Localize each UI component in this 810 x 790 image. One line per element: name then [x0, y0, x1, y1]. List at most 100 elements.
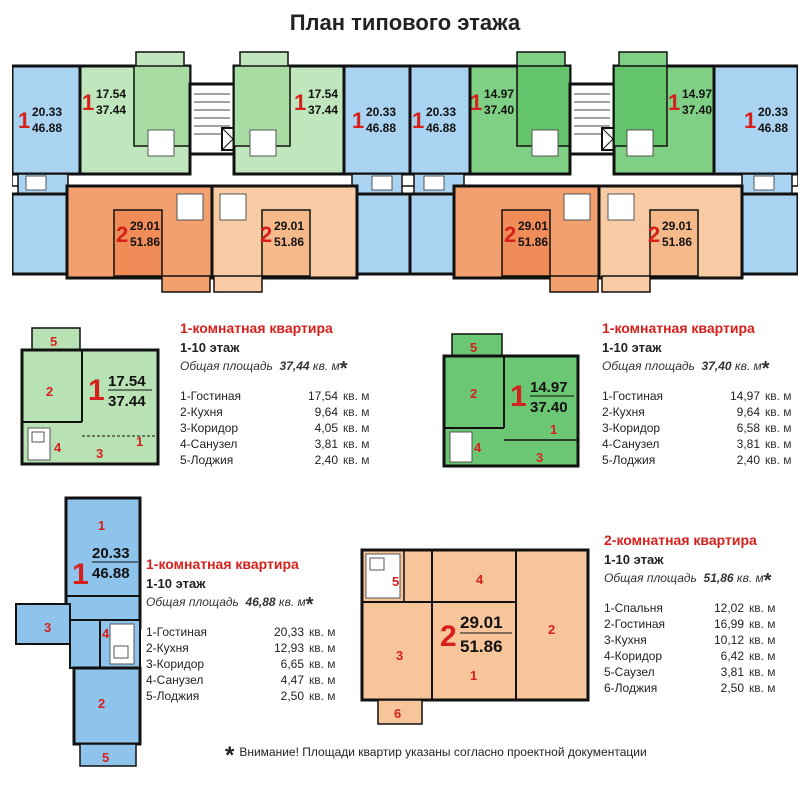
apartment-total-area: Общая площадь 37,44 кв. м*: [180, 358, 348, 380]
svg-text:1: 1: [88, 374, 105, 407]
apartment-total-area: Общая площадь 37,40 кв. м*: [602, 358, 770, 380]
apartment-title: 1-комнатная квартира: [602, 320, 755, 336]
svg-text:5: 5: [392, 574, 399, 589]
svg-text:2: 2: [116, 222, 128, 247]
svg-text:51.86: 51.86: [662, 235, 692, 249]
svg-text:29.01: 29.01: [460, 613, 503, 632]
typical-floor-plan: 1 20.33 46.88 1 17.54 37.44 1 17.54 37.4…: [12, 51, 798, 293]
apartment-card-3: 1-комнатная квартира 1-10 этаж Общая пло…: [146, 556, 336, 704]
svg-text:2: 2: [98, 696, 105, 711]
svg-text:37.40: 37.40: [484, 103, 514, 117]
floor-plan-label: 1 20.33 46.88: [744, 105, 788, 135]
svg-text:20.33: 20.33: [366, 105, 396, 119]
floor-plan-right-section: [408, 51, 798, 293]
apartment-total-area: Общая площадь 51,86 кв. м*: [604, 570, 772, 592]
svg-text:1: 1: [72, 558, 89, 591]
floor-plan-left-section: [12, 51, 412, 293]
svg-text:46.88: 46.88: [426, 121, 456, 135]
svg-text:37.44: 37.44: [96, 103, 126, 117]
svg-text:1: 1: [98, 518, 105, 533]
svg-text:17.54: 17.54: [108, 373, 146, 390]
floor-plan-label: 1 14.97 37.40: [470, 87, 514, 117]
apartment-title: 1-комнатная квартира: [146, 556, 299, 572]
apartment-card-2: 1-комнатная квартира 1-10 этаж Общая пло…: [602, 320, 792, 468]
svg-text:46.88: 46.88: [32, 121, 62, 135]
page-title: План типового этажа: [289, 10, 521, 35]
svg-text:46.88: 46.88: [758, 121, 788, 135]
svg-text:2: 2: [440, 620, 457, 653]
floor-plan-label: 1 20.33 46.88: [352, 105, 396, 135]
svg-text:20.33: 20.33: [426, 105, 456, 119]
svg-text:37.40: 37.40: [682, 103, 712, 117]
svg-text:51.86: 51.86: [130, 235, 160, 249]
svg-text:1: 1: [550, 422, 557, 437]
svg-text:20.33: 20.33: [32, 105, 62, 119]
floor-plan-label: 1 14.97 37.40: [668, 87, 712, 117]
svg-text:1: 1: [136, 434, 143, 449]
svg-text:29.01: 29.01: [130, 219, 160, 233]
svg-text:1: 1: [470, 90, 482, 115]
floor-plan-label: 2 29.01 51.86: [260, 219, 304, 249]
svg-text:1: 1: [510, 380, 527, 413]
svg-text:4: 4: [476, 572, 484, 587]
apartment-plan-1: 5 2 4 3 1 1 17.54 37.44: [20, 327, 160, 466]
floor-plan-label: 1 20.33 46.88: [412, 105, 456, 135]
svg-text:29.01: 29.01: [274, 219, 304, 233]
svg-text:51.86: 51.86: [518, 235, 548, 249]
apartment-total-area: Общая площадь 46,88 кв. м*: [146, 594, 314, 616]
svg-text:17.54: 17.54: [308, 87, 338, 101]
floor-plan-label: 2 29.01 51.86: [116, 219, 160, 249]
svg-text:17.54: 17.54: [96, 87, 126, 101]
svg-text:2: 2: [46, 384, 53, 399]
apartment-floor: 1-10 этаж: [180, 340, 240, 355]
svg-text:51.86: 51.86: [274, 235, 304, 249]
svg-text:2: 2: [548, 622, 555, 637]
svg-text:1: 1: [668, 90, 680, 115]
footnote: *Внимание! Площади квартир указаны согла…: [225, 742, 647, 770]
svg-text:37.44: 37.44: [308, 103, 338, 117]
svg-text:2: 2: [648, 222, 660, 247]
svg-text:6: 6: [394, 706, 401, 721]
svg-text:20.33: 20.33: [92, 545, 130, 562]
svg-text:14.97: 14.97: [484, 87, 514, 101]
svg-text:1: 1: [744, 108, 756, 133]
svg-text:51.86: 51.86: [460, 637, 503, 656]
apartment-floor: 1-10 этаж: [604, 552, 664, 567]
apartment-card-1: 1-комнатная квартира 1-10 этаж Общая пло…: [180, 320, 370, 468]
svg-text:1: 1: [412, 108, 424, 133]
apartment-card-4: 2-комнатная квартира 1-10 этаж Общая пло…: [604, 532, 776, 696]
svg-text:29.01: 29.01: [518, 219, 548, 233]
svg-text:37.40: 37.40: [530, 399, 568, 416]
svg-text:14.97: 14.97: [530, 379, 568, 396]
apartment-blue-2: [342, 64, 412, 176]
apartment-floor: 1-10 этаж: [146, 576, 206, 591]
svg-text:2: 2: [504, 222, 516, 247]
svg-text:1: 1: [352, 108, 364, 133]
apartment-plan-3: 1 3 4 2 5 1 20.33 46.88: [15, 496, 142, 767]
svg-text:5: 5: [470, 340, 477, 355]
apartment-title: 2-комнатная квартира: [604, 532, 757, 548]
svg-text:2: 2: [470, 386, 477, 401]
svg-text:3: 3: [44, 620, 51, 635]
svg-text:46.88: 46.88: [366, 121, 396, 135]
svg-text:1: 1: [18, 108, 30, 133]
